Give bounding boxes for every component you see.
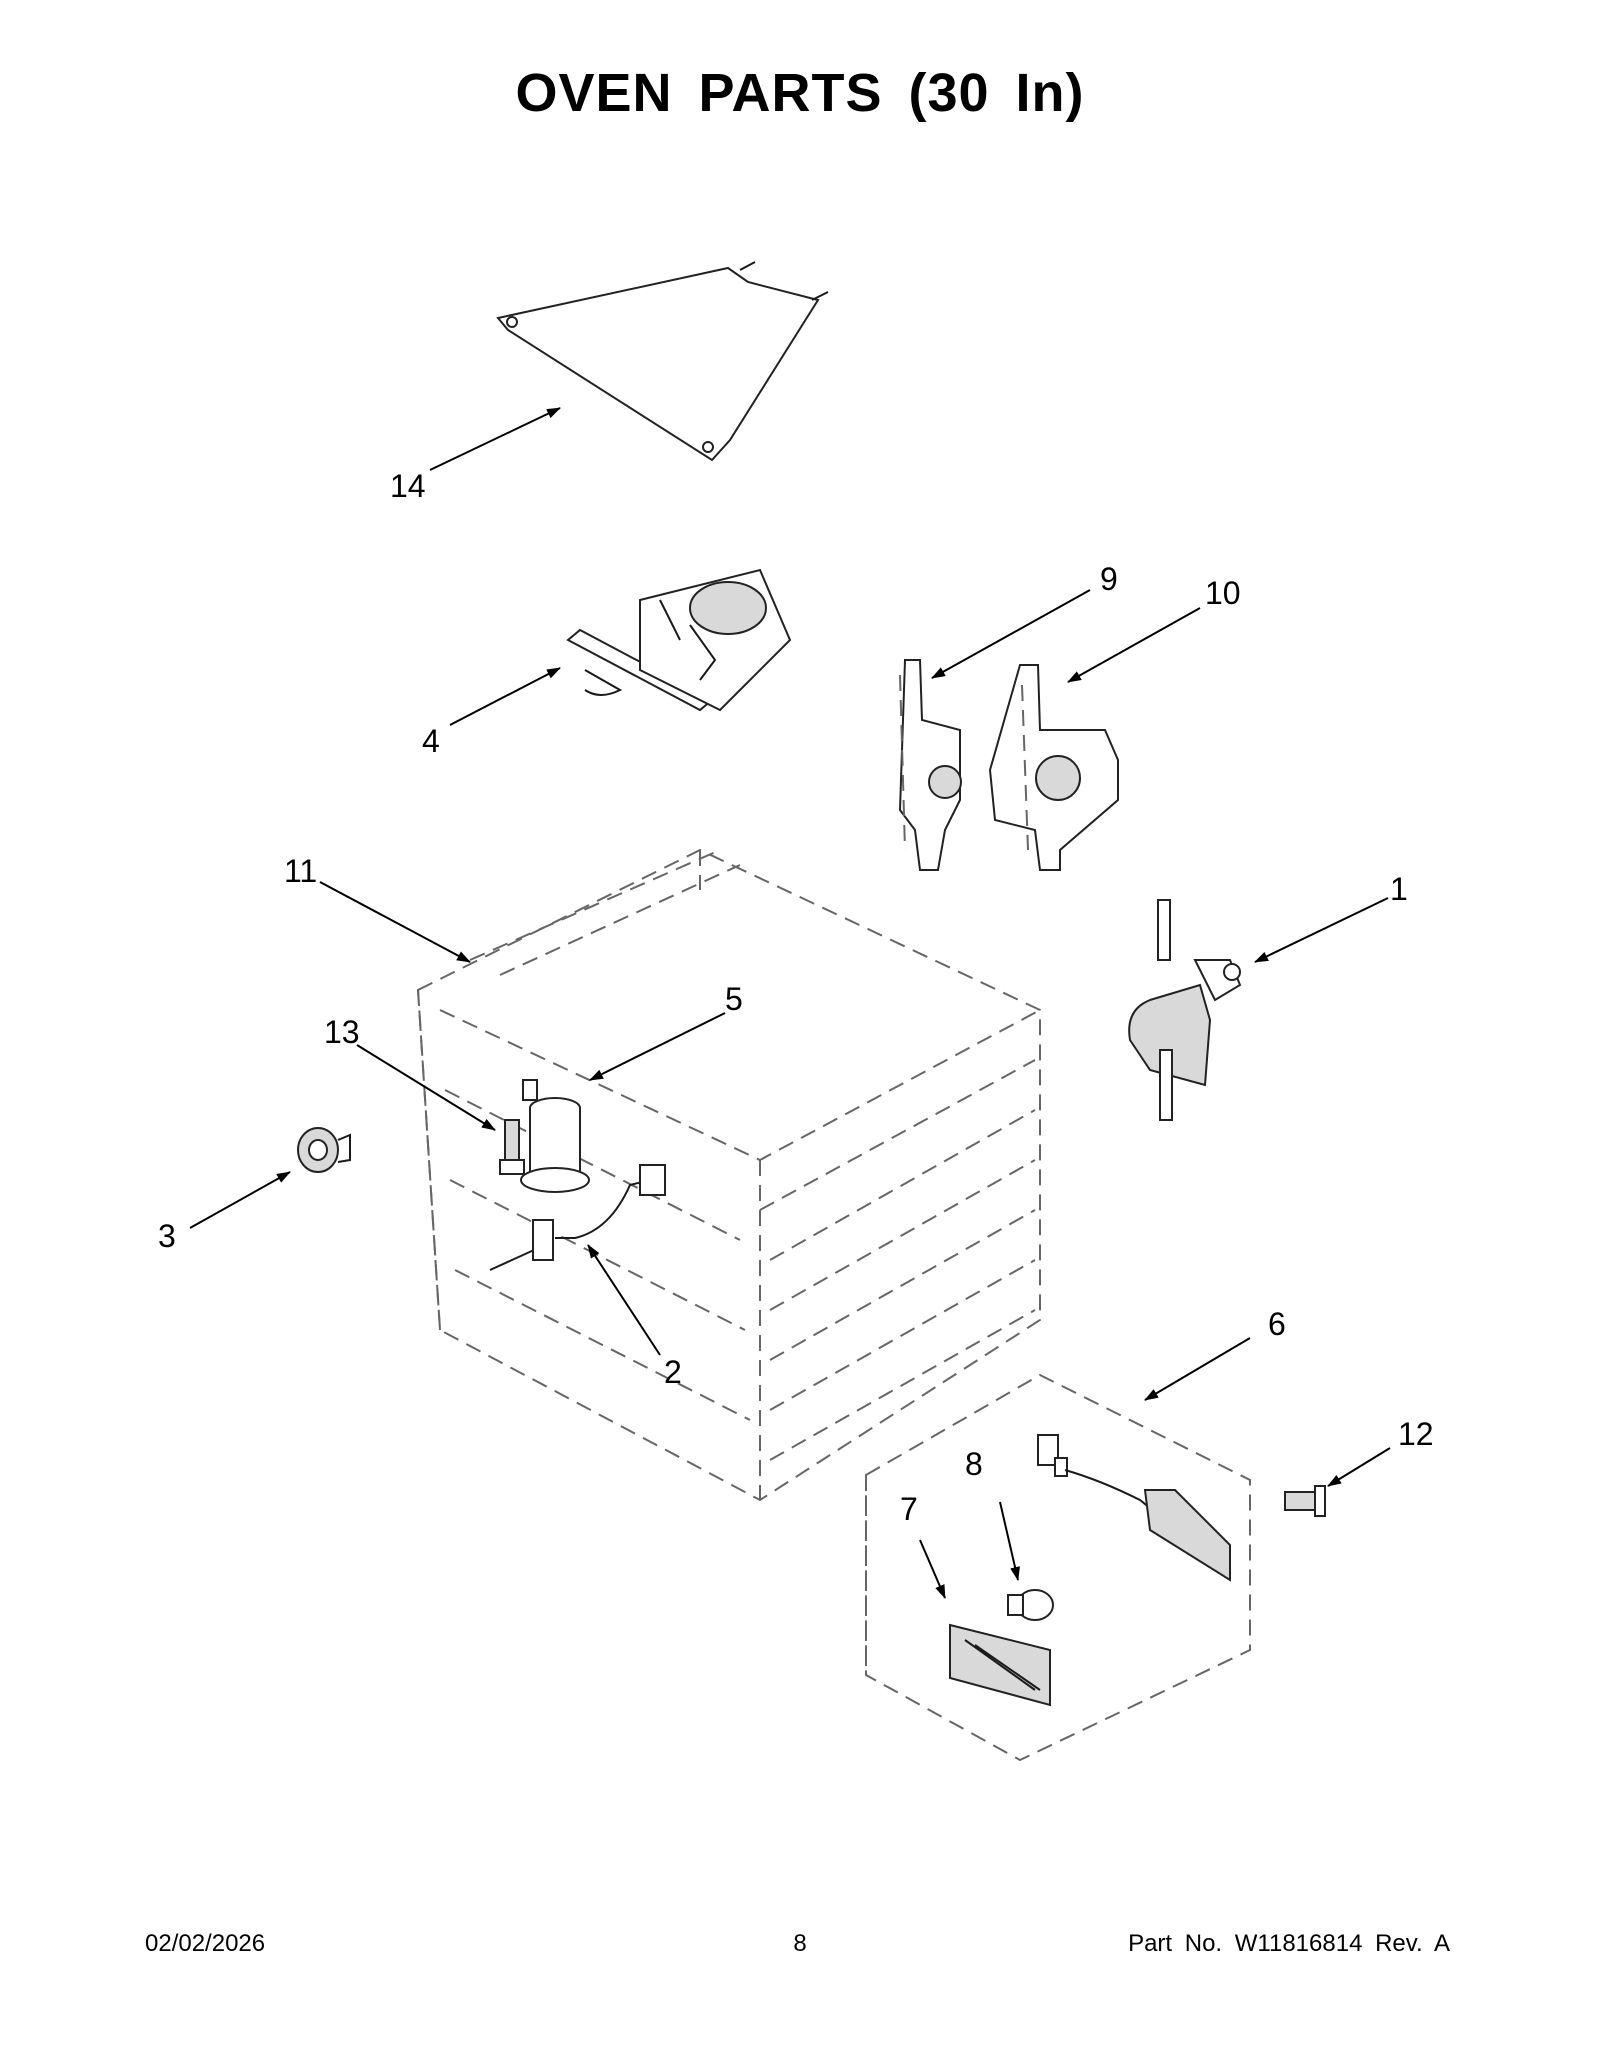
callout-11: 11 [284,853,317,889]
part-14-bracket[interactable] [496,261,829,462]
callout-12: 12 [1398,1416,1434,1452]
footer-part-number: Part No. W11816814 Rev. A [1128,1930,1450,1957]
callout-2: 2 [664,1354,682,1390]
part-2-sensor[interactable] [489,1164,666,1271]
callout-5: 5 [725,981,743,1017]
page-title: OVEN PARTS (30 In) [515,63,1085,123]
callout-3: 3 [158,1218,176,1254]
leader-arrows [189,407,1391,1599]
part-5-sleeve[interactable] [520,1079,590,1193]
part-6-light-assembly[interactable] [865,1373,1251,1762]
part-13-screw[interactable] [499,1119,525,1175]
footer-page-number: 8 [793,1930,807,1957]
part-10-latch-bracket[interactable] [988,664,1119,871]
part-9-latch-bracket[interactable] [898,659,962,871]
callout-7: 7 [900,1491,918,1527]
callout-4: 4 [422,723,440,759]
part-1-thermal-switch[interactable] [1128,899,1242,1121]
part-12-screw[interactable] [1284,1485,1326,1517]
callout-6: 6 [1268,1306,1286,1342]
callout-9: 9 [1100,561,1118,597]
part-4-switch-assembly[interactable] [566,568,792,712]
callout-1: 1 [1390,871,1408,907]
light-socket-harness [1037,1434,1231,1582]
callout-14: 14 [390,468,426,504]
footer-date: 02/02/2026 [145,1930,266,1957]
callout-13: 13 [324,1014,360,1050]
callout-10: 10 [1205,575,1241,611]
part-8-bulb[interactable] [1007,1589,1054,1621]
part-7-lens[interactable] [949,1623,1051,1707]
callout-8: 8 [965,1446,983,1482]
part-3-bumper[interactable] [297,1127,351,1173]
